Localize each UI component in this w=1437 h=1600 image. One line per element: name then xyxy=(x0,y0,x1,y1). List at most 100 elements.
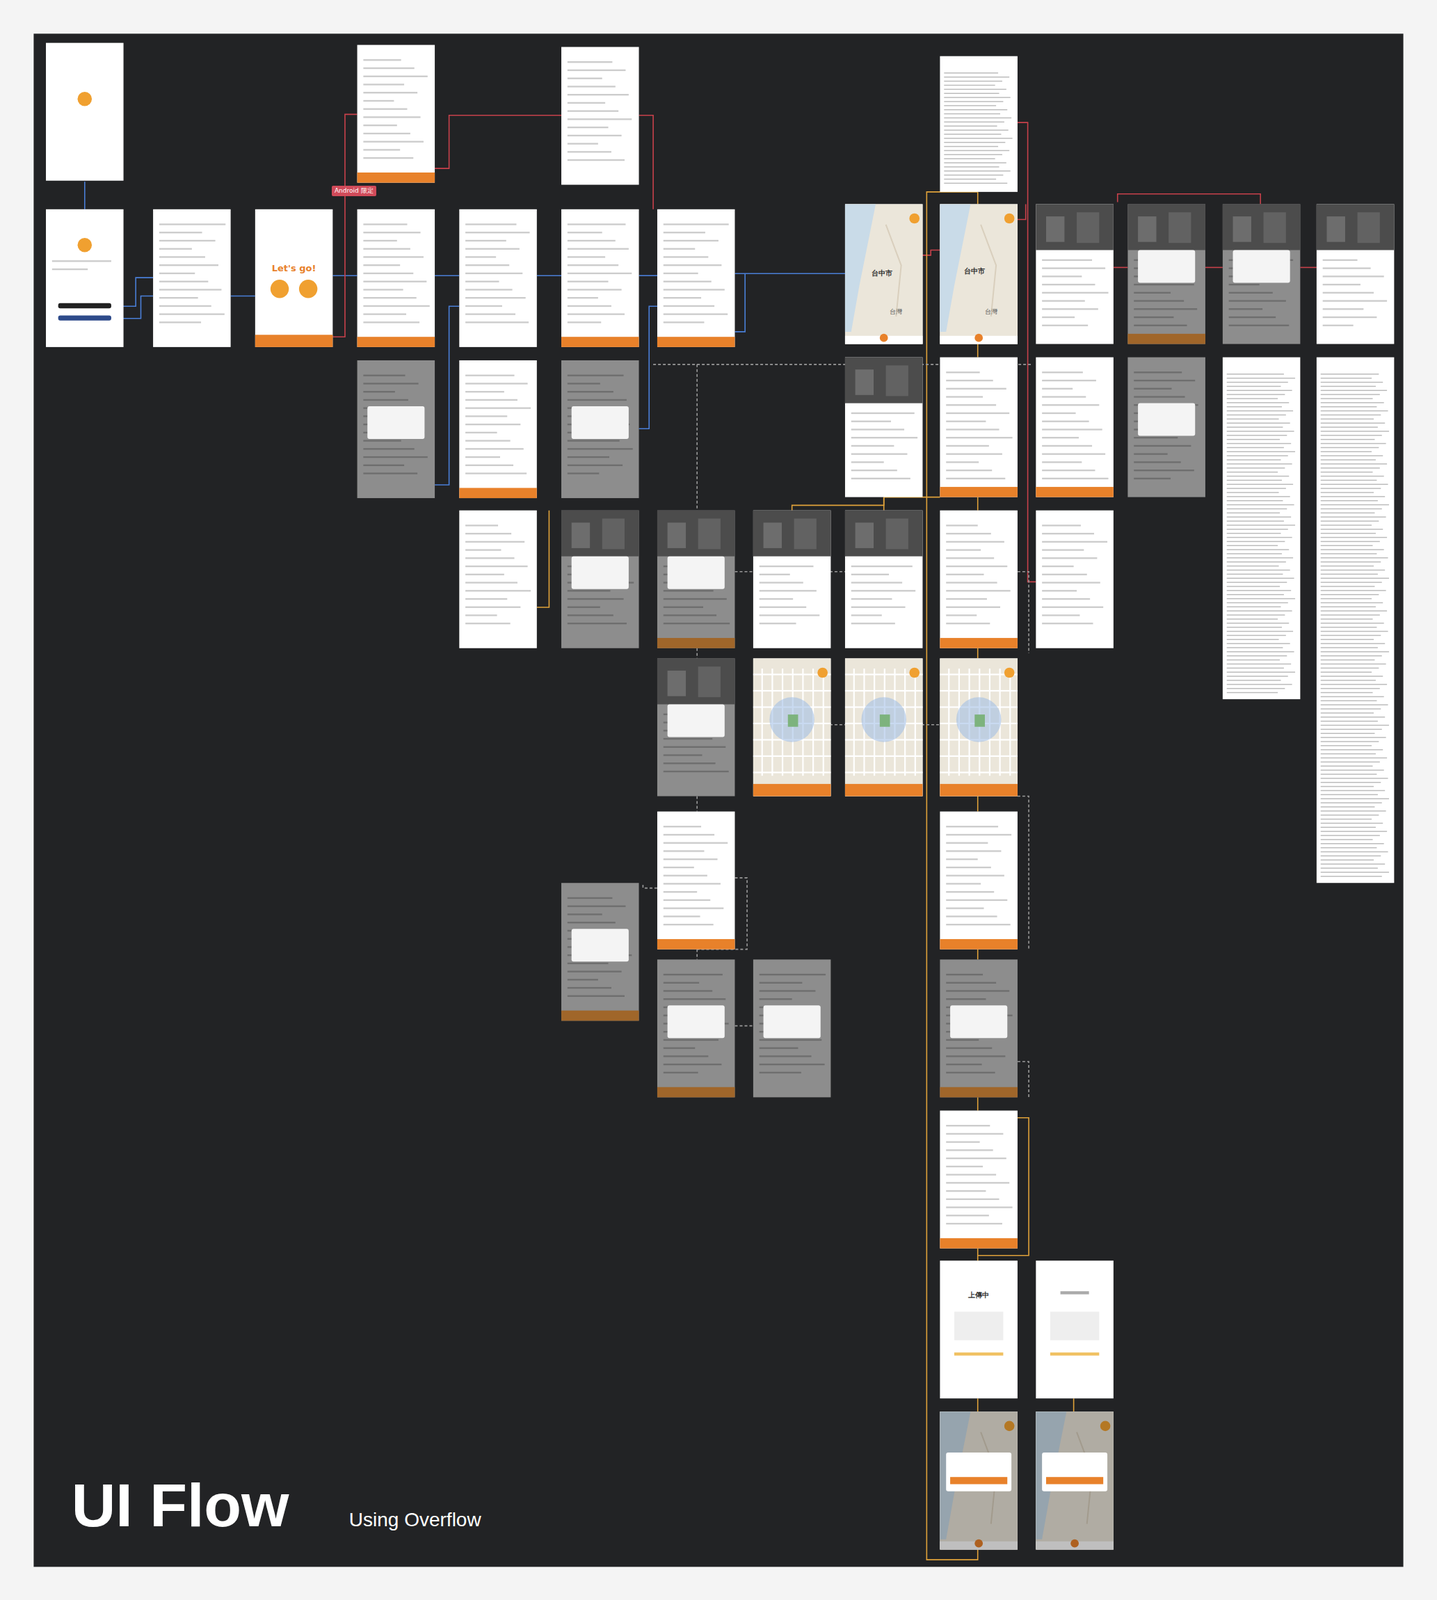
screen-shape xyxy=(602,518,625,549)
app-screen xyxy=(657,657,736,796)
app-screen xyxy=(459,360,537,499)
screen-shape xyxy=(1226,495,1291,497)
screen-shape xyxy=(1226,614,1286,615)
screen-shape xyxy=(1133,436,1178,439)
screen-shape xyxy=(153,209,231,348)
screen-shape xyxy=(945,1190,986,1192)
screen-shape xyxy=(1035,510,1114,649)
screen-shape xyxy=(561,510,640,649)
app-screen xyxy=(939,203,1018,344)
screen-shape xyxy=(759,581,804,583)
screen-shape xyxy=(1133,395,1185,398)
screen-shape xyxy=(945,989,1010,992)
screen-shape xyxy=(939,637,1018,649)
screen-shape xyxy=(1320,708,1382,709)
screen-shape xyxy=(1226,377,1296,379)
flow-wire xyxy=(1017,796,1029,950)
flow-wire xyxy=(536,510,550,608)
app-screen xyxy=(939,959,1018,1097)
screen-shape xyxy=(1226,491,1280,493)
screen-shape xyxy=(1226,504,1295,505)
app-screen xyxy=(1222,357,1301,700)
screen-shape xyxy=(363,382,419,384)
flow-wire xyxy=(230,295,256,297)
screen-shape xyxy=(1226,508,1288,510)
screen-shape xyxy=(657,637,736,649)
screen-shape xyxy=(567,248,629,250)
screen-shape xyxy=(1320,785,1374,787)
screen-shape xyxy=(945,581,997,583)
screen-shape xyxy=(945,1140,980,1143)
map-button xyxy=(1004,667,1015,679)
screen-shape xyxy=(567,118,632,120)
screen-shape xyxy=(663,622,730,624)
screen-shape xyxy=(363,439,401,441)
screen-shape xyxy=(1226,520,1284,521)
screen-shape xyxy=(948,668,950,776)
flow-wire xyxy=(921,249,940,255)
flow-wire xyxy=(1017,122,1036,582)
flow-wire xyxy=(696,949,698,960)
screen-shape xyxy=(663,874,708,877)
screen-shape xyxy=(159,231,203,234)
screen-shape xyxy=(1320,675,1384,677)
screen-shape xyxy=(1229,283,1260,286)
screen-shape xyxy=(465,447,524,450)
screen-shape xyxy=(363,239,397,242)
screen-shape xyxy=(465,614,497,616)
screen-shape xyxy=(1041,477,1109,480)
screen-shape xyxy=(363,464,405,467)
screen-shape xyxy=(945,420,986,423)
flow-wire xyxy=(734,1025,753,1027)
screen-shape xyxy=(561,360,640,499)
screen-shape xyxy=(1226,471,1278,473)
screen-shape xyxy=(663,1039,719,1041)
screen-shape xyxy=(567,897,613,899)
app-screen xyxy=(561,360,640,499)
flow-wire xyxy=(977,648,979,659)
screen-shape xyxy=(465,248,520,250)
screen-shape xyxy=(945,833,1012,836)
screen-shape xyxy=(1041,267,1106,269)
screen-shape xyxy=(855,369,874,396)
screen-shape xyxy=(1041,428,1103,430)
screen-shape xyxy=(1320,626,1378,628)
screen-shape xyxy=(1320,426,1378,428)
screen-shape xyxy=(753,510,832,649)
screen-shape xyxy=(465,231,530,234)
screen-shape xyxy=(465,589,531,592)
screen-shape xyxy=(1226,447,1284,448)
screen-shape xyxy=(1320,871,1390,873)
app-screen xyxy=(357,209,436,348)
flow-wire xyxy=(1017,203,1026,220)
screen-shape xyxy=(1041,371,1083,373)
screen-shape xyxy=(1320,520,1380,521)
screen-shape xyxy=(1226,484,1294,485)
screen-shape xyxy=(567,439,620,441)
flow-wire xyxy=(977,191,979,205)
screen-shape xyxy=(159,305,212,307)
screen-shape xyxy=(1041,1452,1108,1492)
app-screen xyxy=(939,657,1018,796)
screen-shape xyxy=(663,899,711,901)
screen-shape xyxy=(1041,614,1080,616)
screen-shape xyxy=(567,321,601,323)
app-screen xyxy=(657,209,736,348)
screen-shape xyxy=(1320,659,1376,661)
screen-shape xyxy=(851,461,885,463)
screen-shape xyxy=(954,1311,1003,1341)
flow-wire xyxy=(696,648,698,659)
screen-shape xyxy=(363,374,405,377)
screen-shape xyxy=(851,598,893,600)
screen-shape xyxy=(363,456,428,458)
screen-shape xyxy=(945,477,1006,480)
screen-shape xyxy=(851,412,915,414)
app-icon xyxy=(77,91,93,107)
screen-shape xyxy=(567,272,632,275)
screen-shape xyxy=(1320,679,1376,681)
app-screen xyxy=(255,209,334,348)
flow-wire xyxy=(84,181,86,210)
screen-shape xyxy=(1133,371,1182,373)
cat-face xyxy=(299,279,318,298)
